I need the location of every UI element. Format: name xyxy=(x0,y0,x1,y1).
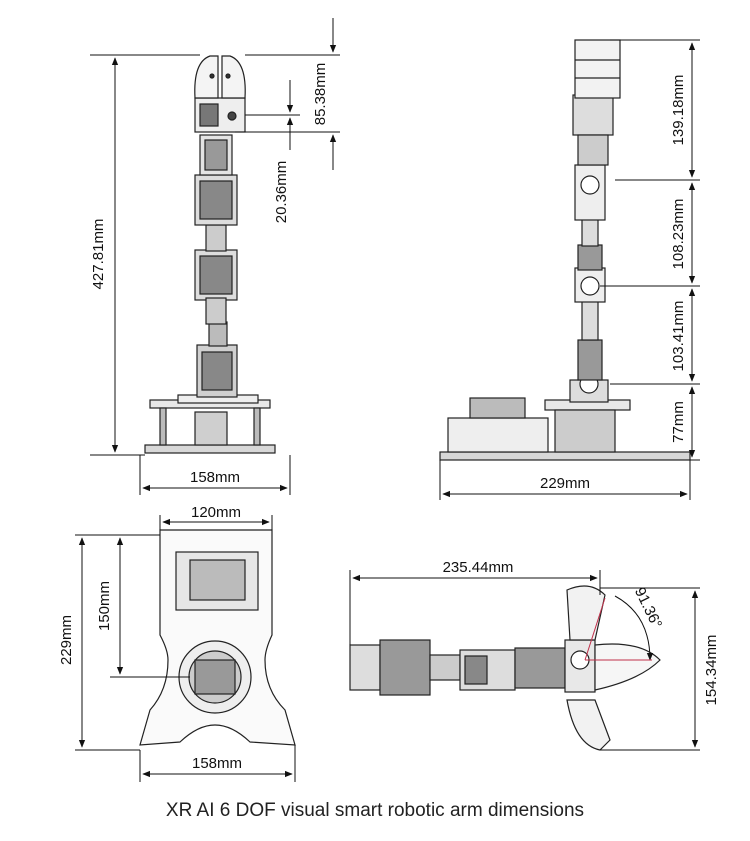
front-wrist-offset-label: 20.36mm xyxy=(273,161,290,224)
extended-gripper-span-label: 154.34mm xyxy=(703,635,720,706)
front-total-height-label: 427.81mm xyxy=(90,219,107,290)
side-forearm-label: 108.23mm xyxy=(670,199,687,270)
side-upper-arm-label: 103.41mm xyxy=(670,301,687,372)
top-view-drawing xyxy=(139,529,296,746)
side-base-height-label: 77mm xyxy=(670,401,687,443)
extended-view-drawing xyxy=(349,585,661,751)
side-view-drawing xyxy=(439,39,691,461)
top-board-width-label: 120mm xyxy=(191,504,241,521)
side-base-depth-label: 229mm xyxy=(540,475,590,492)
front-view-drawing xyxy=(144,55,276,454)
front-gripper-height-label: 85.38mm xyxy=(312,63,329,126)
extended-reach-label: 235.44mm xyxy=(443,559,514,576)
figure-caption: XR AI 6 DOF visual smart robotic arm dim… xyxy=(165,800,585,821)
top-board-length-label: 150mm xyxy=(96,581,113,631)
top-base-width-label: 158mm xyxy=(192,755,242,772)
extended-gripper-angle-label: 91.36° xyxy=(631,585,665,632)
gripper-angle-arc xyxy=(584,597,652,661)
side-upper-segment-label: 139.18mm xyxy=(670,75,687,146)
front-base-width-label: 158mm xyxy=(190,469,240,486)
top-total-length-label: 229mm xyxy=(58,615,75,665)
